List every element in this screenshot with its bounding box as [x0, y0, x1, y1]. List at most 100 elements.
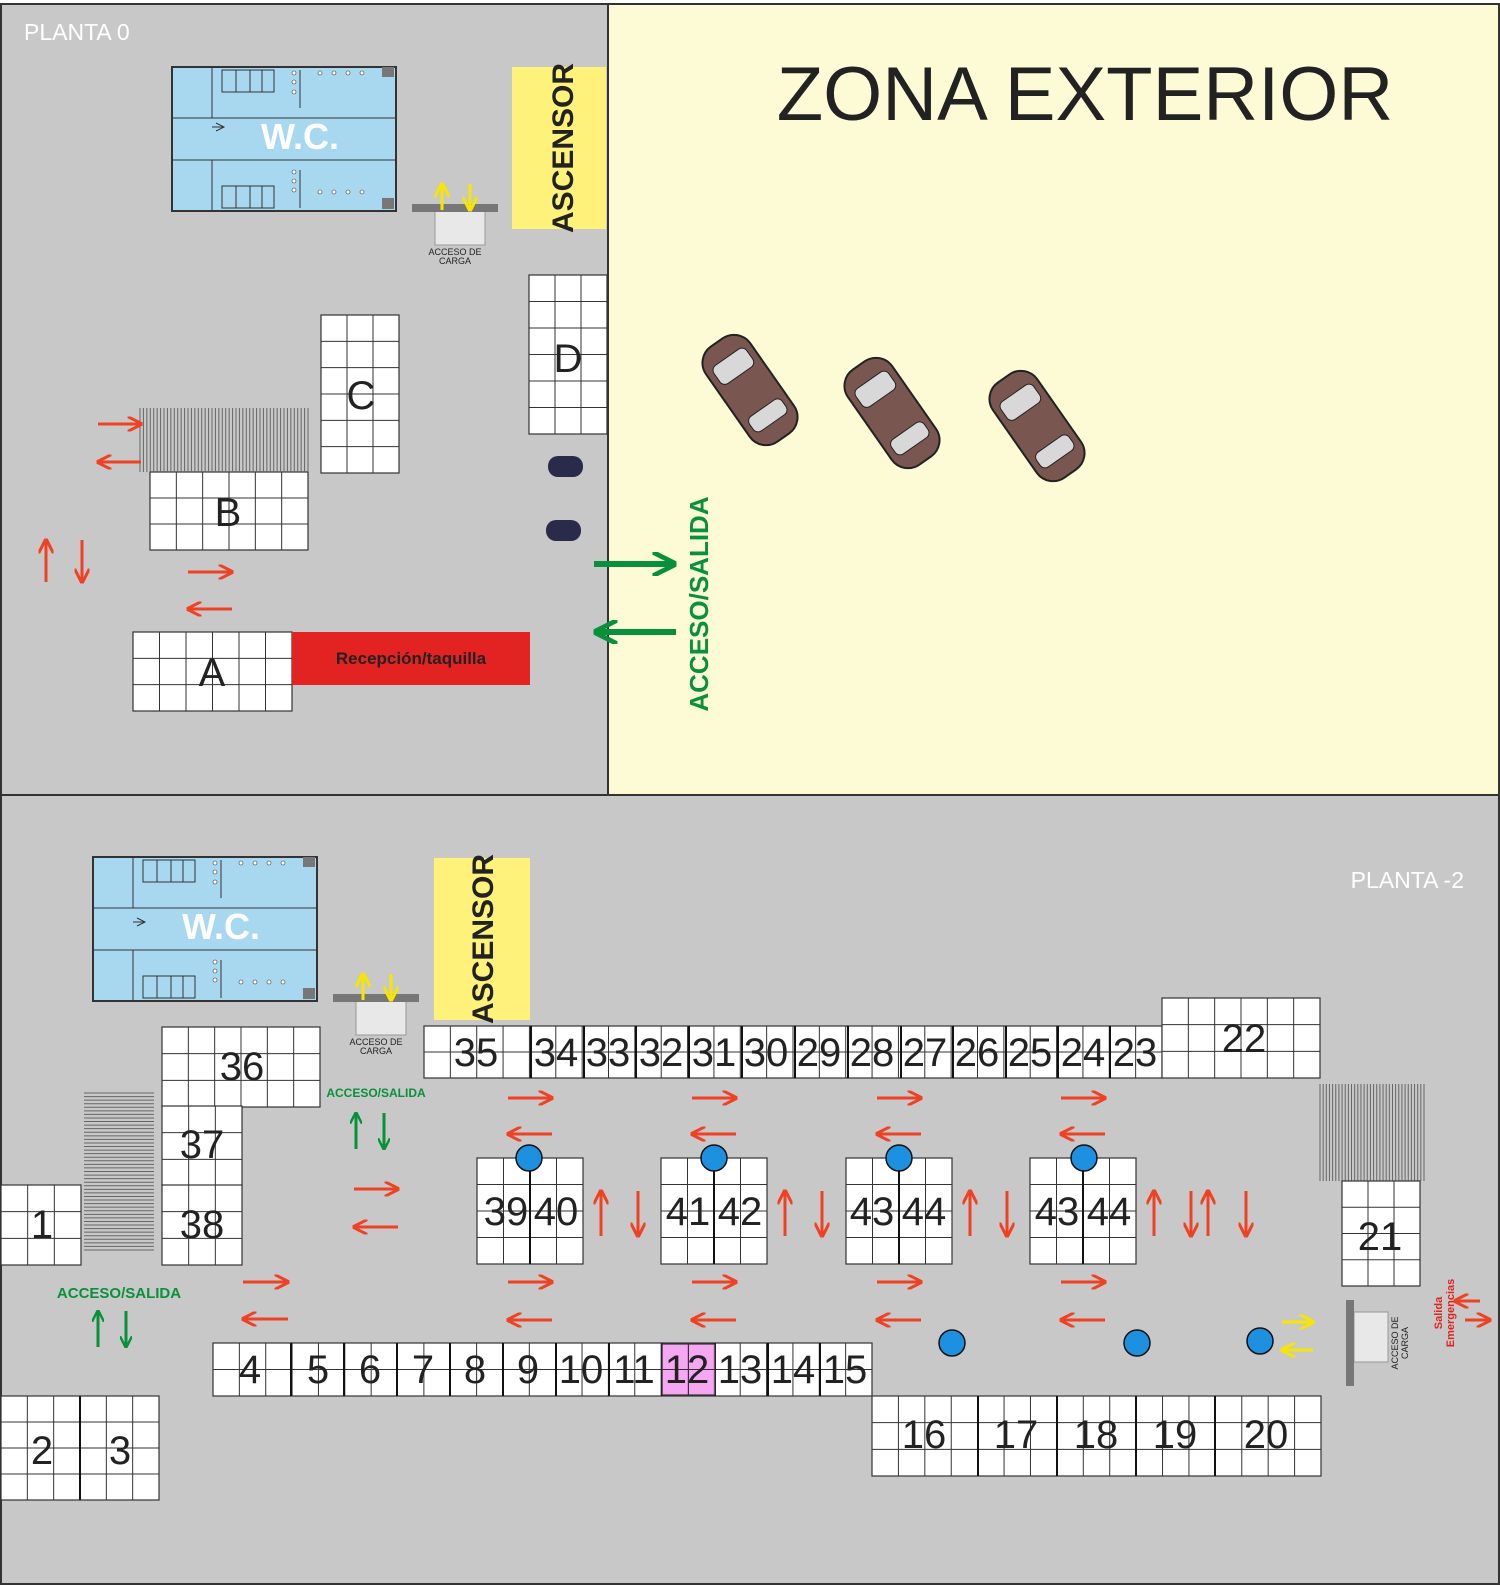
- exterior-zone: ZONA EXTERIOR ACCESO/SALIDA: [594, 3, 1500, 796]
- stand-22[interactable]: [1161, 997, 1321, 1079]
- stand-grids: [0, 997, 1421, 1501]
- column: [700, 1144, 728, 1172]
- stand-21[interactable]: [1341, 1180, 1421, 1287]
- stand-3[interactable]: 3: [109, 1429, 131, 1473]
- stand-38[interactable]: 38: [180, 1203, 225, 1247]
- block-d-label: D: [554, 337, 583, 381]
- stand-block-b[interactable]: [149, 471, 309, 551]
- access-arrows-exterior: [594, 564, 676, 632]
- stand-16[interactable]: 16: [902, 1413, 947, 1457]
- stand-1[interactable]: [0, 1184, 82, 1266]
- stand-33[interactable]: 33: [586, 1031, 631, 1075]
- loading-access-label-2: CARGA: [439, 256, 471, 266]
- stand-35[interactable]: 35: [454, 1031, 499, 1075]
- stand-14[interactable]: 14: [771, 1348, 816, 1392]
- stand-block-a[interactable]: [132, 631, 293, 712]
- stand-7[interactable]: 7: [412, 1348, 434, 1392]
- stand-11[interactable]: 11: [613, 1348, 655, 1392]
- stand-29[interactable]: 29: [797, 1031, 842, 1075]
- stand-44[interactable]: 44: [902, 1190, 947, 1234]
- access-label-top: ACCESO/SALIDA: [326, 1086, 426, 1100]
- emergency-exit-label-1: Salida: [1433, 1296, 1445, 1329]
- stand-5[interactable]: 5: [307, 1348, 329, 1392]
- stand-block-c[interactable]: [320, 314, 400, 474]
- stand-block-d[interactable]: [528, 274, 608, 435]
- access-arrows-floor-minus-2: [98, 1113, 384, 1347]
- stand-20[interactable]: 20: [1244, 1413, 1289, 1457]
- column: [1070, 1144, 1098, 1172]
- stand-1[interactable]: 1: [31, 1203, 53, 1247]
- access-label-left: ACCESO/SALIDA: [57, 1285, 181, 1302]
- wc-floor-0: W.C.: [171, 66, 397, 212]
- column: [938, 1329, 966, 1357]
- stand-row-16-20[interactable]: [871, 1395, 1322, 1477]
- stand-17[interactable]: 17: [994, 1413, 1039, 1457]
- stand-block-c[interactable]: [320, 314, 400, 474]
- stand-31[interactable]: 31: [692, 1031, 737, 1075]
- block-b-label: B: [215, 491, 242, 535]
- stand-43[interactable]: 43: [850, 1190, 895, 1234]
- stand-26[interactable]: 26: [955, 1031, 1000, 1075]
- car-icon: [701, 333, 799, 447]
- stand-15[interactable]: 15: [823, 1348, 868, 1392]
- stand-38[interactable]: [161, 1184, 243, 1266]
- elevator-floor-minus-2: ASCENSOR: [434, 854, 530, 1024]
- stand-39[interactable]: 39: [484, 1190, 529, 1234]
- stand-40[interactable]: 40: [534, 1190, 579, 1234]
- stand-25[interactable]: 25: [1008, 1031, 1053, 1075]
- loading-access-label-1: ACCESO DE: [349, 1037, 402, 1047]
- flow-arrows-floor-0: [46, 424, 232, 609]
- stand-block-d[interactable]: [528, 274, 608, 435]
- reception-label: Recepción/taquilla: [336, 649, 487, 668]
- stand-row-4-15[interactable]: [212, 1342, 873, 1397]
- stand-block-b[interactable]: [149, 471, 309, 551]
- bollard: [548, 456, 583, 477]
- stand-6[interactable]: 6: [359, 1348, 381, 1392]
- flow-arrows-floor-minus-2: [243, 1098, 1490, 1320]
- stand-32[interactable]: 32: [639, 1031, 684, 1075]
- stand-9[interactable]: 9: [517, 1348, 539, 1392]
- stand-28[interactable]: 28: [850, 1031, 895, 1075]
- stand-44[interactable]: 44: [1087, 1190, 1132, 1234]
- stand-8[interactable]: 8: [464, 1348, 486, 1392]
- stand-36[interactable]: 36: [220, 1045, 265, 1089]
- stand-21[interactable]: 21: [1358, 1215, 1403, 1259]
- stand-2[interactable]: 2: [31, 1429, 53, 1473]
- stand-19[interactable]: 19: [1153, 1413, 1198, 1457]
- stand-37[interactable]: [161, 1105, 243, 1187]
- stand-24[interactable]: 24: [1061, 1031, 1106, 1075]
- bollard: [546, 520, 581, 541]
- elevator-floor-0: ASCENSOR: [512, 63, 606, 233]
- stand-30[interactable]: 30: [744, 1031, 789, 1075]
- elevator-label-floor-0: ASCENSOR: [547, 63, 580, 233]
- stand-12[interactable]: 12: [665, 1348, 710, 1392]
- reception-desk: Recepción/taquilla: [292, 632, 530, 685]
- elevator-label-floor-minus-2: ASCENSOR: [467, 854, 500, 1024]
- car-icon: [843, 356, 941, 470]
- stand-36[interactable]: [161, 1026, 321, 1108]
- column: [515, 1144, 543, 1172]
- wc-label-floor-minus-2: W.C.: [182, 906, 260, 947]
- stand-37[interactable]: 37: [180, 1123, 225, 1167]
- wc-label-floor-0: W.C.: [261, 116, 339, 157]
- floor-minus-2-label: PLANTA -2: [1351, 867, 1464, 893]
- stand-41[interactable]: 41: [666, 1190, 711, 1234]
- stand-block-a[interactable]: [132, 631, 293, 712]
- loading-access-label-1: ACCESO DE: [1390, 1316, 1400, 1369]
- stand-row-35-23[interactable]: [423, 1025, 1163, 1079]
- stand-43[interactable]: 43: [1035, 1190, 1080, 1234]
- stand-4[interactable]: 4: [239, 1348, 261, 1392]
- stand-18[interactable]: 18: [1074, 1413, 1119, 1457]
- floor-minus-2: PLANTA -2 W.C.: [0, 794, 1500, 1585]
- floor-0-label: PLANTA 0: [24, 19, 130, 45]
- stand-42[interactable]: 42: [718, 1190, 763, 1234]
- stand-22[interactable]: 22: [1222, 1017, 1267, 1061]
- stand-13[interactable]: 13: [718, 1348, 763, 1392]
- emergency-exit-label-2: Emergencias: [1445, 1279, 1457, 1347]
- stairs-floor-0: [139, 408, 309, 472]
- stand-23[interactable]: 23: [1113, 1031, 1158, 1075]
- loading-access-floor-minus-2: ACCESO DE CARGA: [333, 974, 419, 1056]
- stand-10[interactable]: 10: [559, 1348, 604, 1392]
- stand-34[interactable]: 34: [534, 1031, 579, 1075]
- stand-27[interactable]: 27: [903, 1031, 948, 1075]
